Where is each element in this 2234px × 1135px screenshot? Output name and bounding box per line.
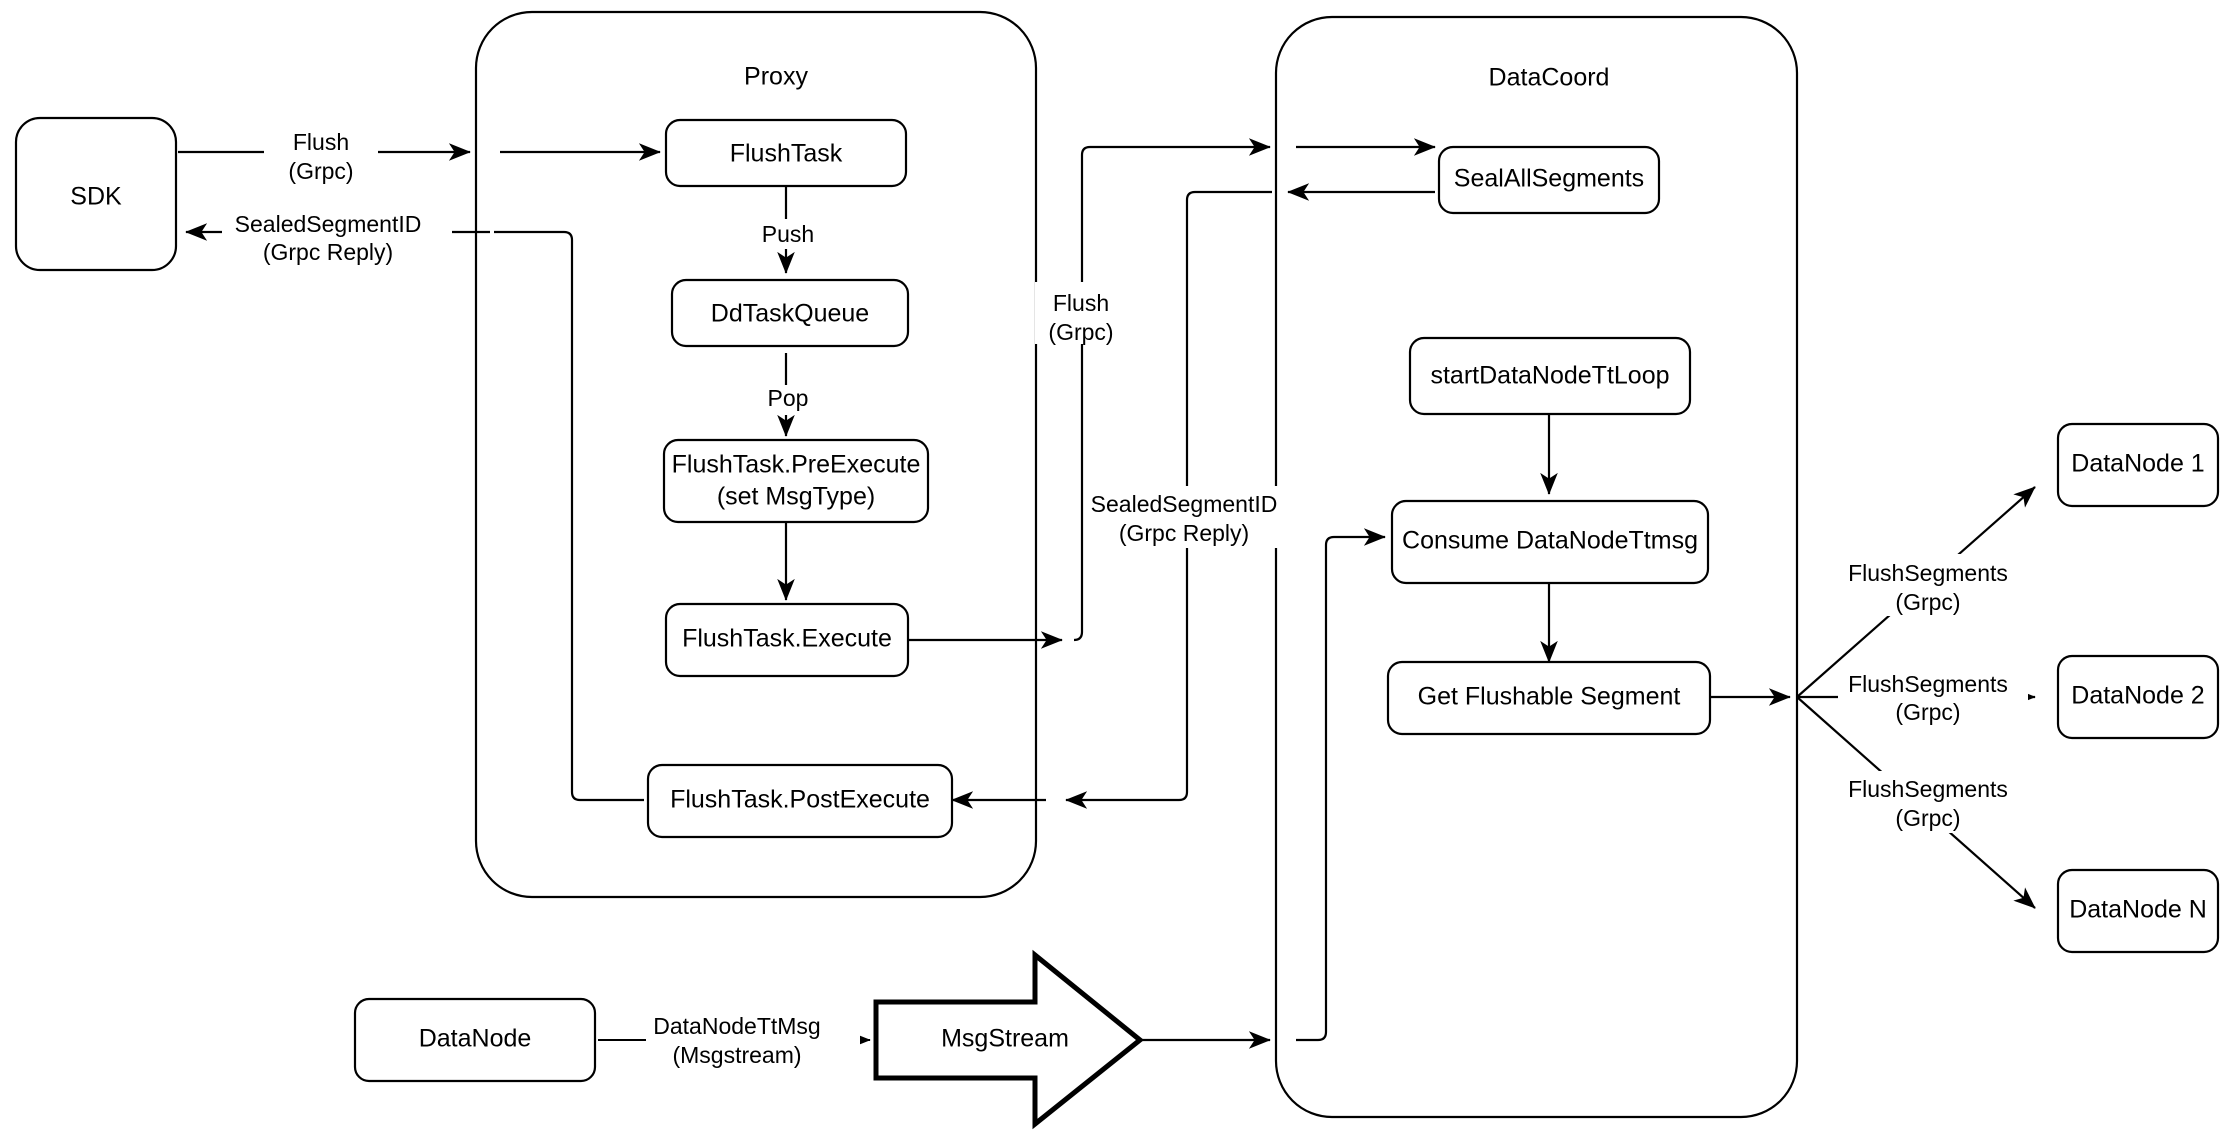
node-flush-task-execute-label: FlushTask.Execute <box>682 625 892 653</box>
node-datanode-source-label: DataNode <box>419 1025 532 1053</box>
node-consume-datanode-ttmsg-label: Consume DataNodeTtmsg <box>1402 527 1698 555</box>
edge-label-coord-reply-line2: (Grpc Reply) <box>1119 520 1249 546</box>
edge-label-bg-datanode-tt <box>646 1011 860 1073</box>
edge-postexecute-to-sdk-riser <box>494 230 644 802</box>
edge-label-coord-reply-line1: SealedSegmentID <box>1091 491 1278 517</box>
edge-label-bg-sdk-reply <box>222 208 452 268</box>
node-datanode-1-label: DataNode 1 <box>2071 450 2204 478</box>
node-flush-task-postexecute-label: FlushTask.PostExecute <box>670 786 930 814</box>
node-consume-datanode-ttmsg[interactable] <box>1390 499 1710 585</box>
edge-label-flushseg-1-line1: FlushSegments <box>1848 560 2008 586</box>
edge-label-flushseg-2-line2: (Grpc) <box>1895 699 1960 725</box>
node-flush-task-execute[interactable] <box>664 602 910 678</box>
edge-label-bg-push <box>750 219 826 249</box>
node-datanode-n[interactable] <box>2056 868 2220 954</box>
edge-label-push: Push <box>762 221 814 247</box>
node-datanode-2-label: DataNode 2 <box>2071 682 2204 710</box>
edge-label-datanode-tt-line2: (Msgstream) <box>672 1042 801 1068</box>
node-flush-task-preexecute[interactable] <box>662 438 930 524</box>
edge-label-sdk-reply-line1: SealedSegmentID <box>235 211 422 237</box>
node-seal-all-segments-label: SealAllSegments <box>1454 165 1644 193</box>
node-sdk-label: SDK <box>70 183 122 211</box>
edge-label-sdk-reply-line2: (Grpc Reply) <box>263 239 393 265</box>
node-dd-task-queue-label: DdTaskQueue <box>711 300 869 328</box>
node-get-flushable-segment[interactable] <box>1386 660 1712 736</box>
edge-label-pop: Pop <box>768 385 809 411</box>
edge-label-bg-flushseg-n <box>1838 771 2028 833</box>
node-dd-task-queue[interactable] <box>670 278 910 348</box>
edge-label-bg-sdk-flush <box>264 126 378 186</box>
edge-datacoord-tt-riser <box>1296 528 1386 1042</box>
edge-label-bg-flushseg-1 <box>1838 554 2028 616</box>
node-msgstream-shape[interactable] <box>873 949 1144 1130</box>
node-datanode-n-label: DataNode N <box>2069 896 2207 924</box>
edge-label-datanode-tt-line1: DataNodeTtMsg <box>653 1013 820 1039</box>
node-flush-task-preexecute-label-line1: FlushTask.PreExecute <box>672 451 921 479</box>
node-flush-task-postexecute[interactable] <box>646 763 954 839</box>
edge-label-flushseg-n-line2: (Grpc) <box>1895 805 1960 831</box>
edge-label-sdk-flush-line2: (Grpc) <box>288 158 353 184</box>
node-flush-task-preexecute-label-line2: (set MsgType) <box>717 483 875 511</box>
edge-label-bg-coord-reply <box>1090 486 1290 548</box>
node-start-datanode-tt-loop[interactable] <box>1408 336 1692 416</box>
edge-label-bg-pop <box>756 385 820 415</box>
edge-label-flushseg-n-line1: FlushSegments <box>1848 776 2008 802</box>
node-datanode-source[interactable] <box>353 997 597 1083</box>
edge-label-bg-flushseg-2 <box>1838 666 2028 728</box>
edge-label-bg-coord-flush <box>1035 282 1145 344</box>
node-flush-task-label: FlushTask <box>730 140 843 168</box>
node-start-datanode-tt-loop-label: startDataNodeTtLoop <box>1430 362 1669 390</box>
node-seal-all-segments[interactable] <box>1437 145 1661 215</box>
edge-execute-riser-to-datacoord <box>1073 138 1271 642</box>
container-proxy-label: Proxy <box>744 63 808 91</box>
node-sdk[interactable] <box>14 116 178 272</box>
edge-label-coord-flush-line1: Flush <box>1053 290 1109 316</box>
node-datanode-1[interactable] <box>2056 422 2220 508</box>
edge-label-sdk-flush-line1: Flush <box>293 129 349 155</box>
edge-label-flushseg-2-line1: FlushSegments <box>1848 671 2008 697</box>
edge-label-coord-flush-line2: (Grpc) <box>1048 319 1113 345</box>
node-get-flushable-segment-label: Get Flushable Segment <box>1418 683 1681 711</box>
edge-label-flushseg-1-line2: (Grpc) <box>1895 589 1960 615</box>
node-flush-task[interactable] <box>664 118 908 188</box>
node-datanode-2[interactable] <box>2056 654 2220 740</box>
node-msgstream-label: MsgStream <box>941 1025 1069 1053</box>
container-datacoord-label: DataCoord <box>1489 64 1610 92</box>
